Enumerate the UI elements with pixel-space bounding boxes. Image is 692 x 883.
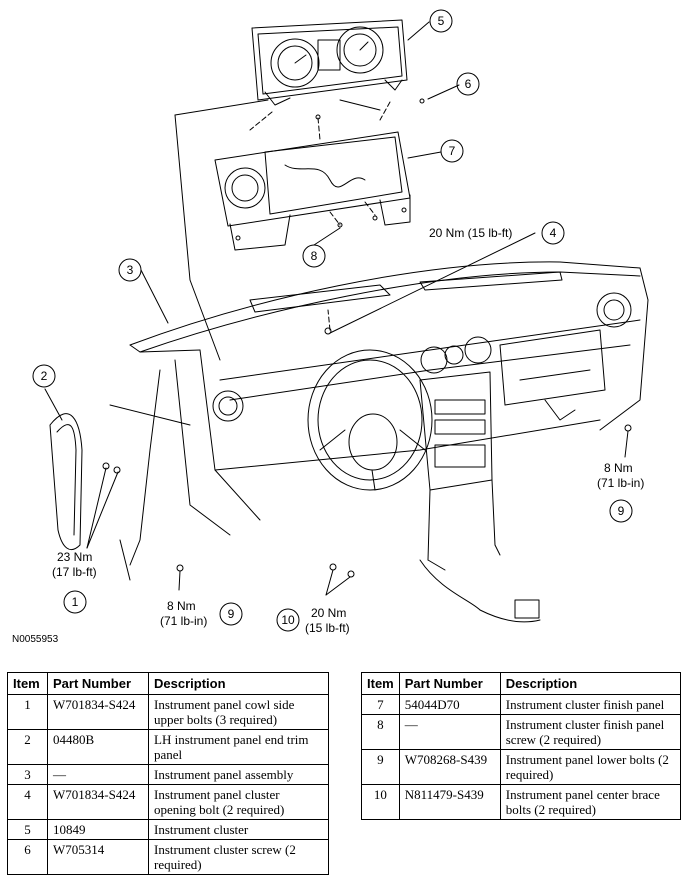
table-row: 3—Instrument panel assembly xyxy=(7,764,329,785)
table-header-row: Item Part Number Description xyxy=(7,672,329,695)
cell-description: Instrument cluster xyxy=(148,819,329,840)
alignment-lines xyxy=(249,101,391,331)
header-description: Description xyxy=(499,672,682,695)
table-row: 8—Instrument cluster finish panel screw … xyxy=(361,714,682,750)
torque-label-10-nm: 20 Nm xyxy=(311,606,346,620)
callout-10-label: 10 xyxy=(281,613,295,627)
callout-9-right-label: 9 xyxy=(618,504,625,518)
header-description: Description xyxy=(148,672,329,695)
torque-label-9-bottom-lbin: (71 lb-in) xyxy=(160,614,207,628)
exploded-view-diagram: 5 6 7 4 3 8 2 1 9 10 9 20 Nm (15 lb-ft) … xyxy=(12,9,649,645)
header-part-number: Part Number xyxy=(47,672,149,695)
cell-item: 7 xyxy=(361,694,400,715)
table-header-row: Item Part Number Description xyxy=(361,672,682,695)
callout-9-bottom-label: 9 xyxy=(228,607,235,621)
cell-item: 6 xyxy=(7,839,48,875)
cluster-finish-panel xyxy=(214,131,411,251)
torque-label-9-right-nm: 8 Nm xyxy=(604,461,633,475)
callout-3-label: 3 xyxy=(127,263,134,277)
header-part-number: Part Number xyxy=(398,672,501,695)
cell-description: Instrument panel cluster opening bolt (2… xyxy=(148,784,329,820)
cell-item: 4 xyxy=(7,784,48,820)
instrument-panel-assembly xyxy=(109,261,649,623)
cell-description: Instrument cluster screw (2 required) xyxy=(148,839,329,875)
callout-7-label: 7 xyxy=(449,144,456,158)
callout-9-right xyxy=(609,499,633,523)
cell-part-number: W701834-S424 xyxy=(47,784,149,820)
callout-4 xyxy=(541,221,565,245)
callout-5-label: 5 xyxy=(438,14,445,28)
callout-9-bottom xyxy=(219,602,243,626)
callout-6-label: 6 xyxy=(465,77,472,91)
callout-8-label: 8 xyxy=(311,249,318,263)
cell-item: 10 xyxy=(361,784,400,820)
cell-part-number: 54044D70 xyxy=(398,694,501,715)
callout-8 xyxy=(302,244,326,268)
leader-lines xyxy=(44,21,629,596)
cell-item: 8 xyxy=(361,714,400,750)
cell-part-number: W701834-S424 xyxy=(47,694,149,730)
cell-item: 3 xyxy=(7,764,48,785)
callout-2 xyxy=(32,364,56,388)
callout-6 xyxy=(456,72,480,96)
instrument-cluster xyxy=(251,19,408,106)
cell-item: 5 xyxy=(7,819,48,840)
lh-end-trim-panel xyxy=(49,413,83,550)
cell-description: Instrument cluster finish panel xyxy=(499,694,682,715)
callout-1 xyxy=(63,590,87,614)
cell-item: 9 xyxy=(361,749,400,785)
cell-description: Instrument panel lower bolts (2 required… xyxy=(499,749,682,785)
torque-label-4: 20 Nm (15 lb-ft) xyxy=(429,226,512,240)
header-item: Item xyxy=(7,672,48,695)
torque-label-10-lbft: (15 lb-ft) xyxy=(305,621,350,635)
callout-10 xyxy=(276,608,300,632)
cell-description: LH instrument panel end trim panel xyxy=(148,729,329,765)
callout-4-label: 4 xyxy=(550,226,557,240)
cell-description: Instrument panel cowl side upper bolts (… xyxy=(148,694,329,730)
cell-part-number: — xyxy=(398,714,501,750)
callout-5 xyxy=(429,9,453,33)
callout-1-label: 1 xyxy=(72,595,79,609)
cell-item: 1 xyxy=(7,694,48,730)
cell-part-number: — xyxy=(47,764,149,785)
callout-7 xyxy=(440,139,464,163)
torque-label-9-right-lbin: (71 lb-in) xyxy=(597,476,644,490)
cell-item: 2 xyxy=(7,729,48,765)
torque-label-1-lbft: (17 lb-ft) xyxy=(52,565,97,579)
cell-description: Instrument panel center brace bolts (2 r… xyxy=(499,784,682,820)
cell-description: Instrument panel assembly xyxy=(148,764,329,785)
figure-id: N0055953 xyxy=(12,634,59,645)
cell-part-number: 04480B xyxy=(47,729,149,765)
torque-label-9-bottom-nm: 8 Nm xyxy=(167,599,196,613)
cell-description: Instrument cluster finish panel screw (2… xyxy=(499,714,682,750)
cell-part-number: N811479-S439 xyxy=(398,784,501,820)
cell-part-number: W705314 xyxy=(47,839,149,875)
header-item: Item xyxy=(361,672,400,695)
cell-part-number: W708268-S439 xyxy=(398,749,501,785)
cell-part-number: 10849 xyxy=(47,819,149,840)
torque-label-1-nm: 23 Nm xyxy=(57,550,92,564)
callout-2-label: 2 xyxy=(41,369,48,383)
callout-3 xyxy=(118,258,142,282)
